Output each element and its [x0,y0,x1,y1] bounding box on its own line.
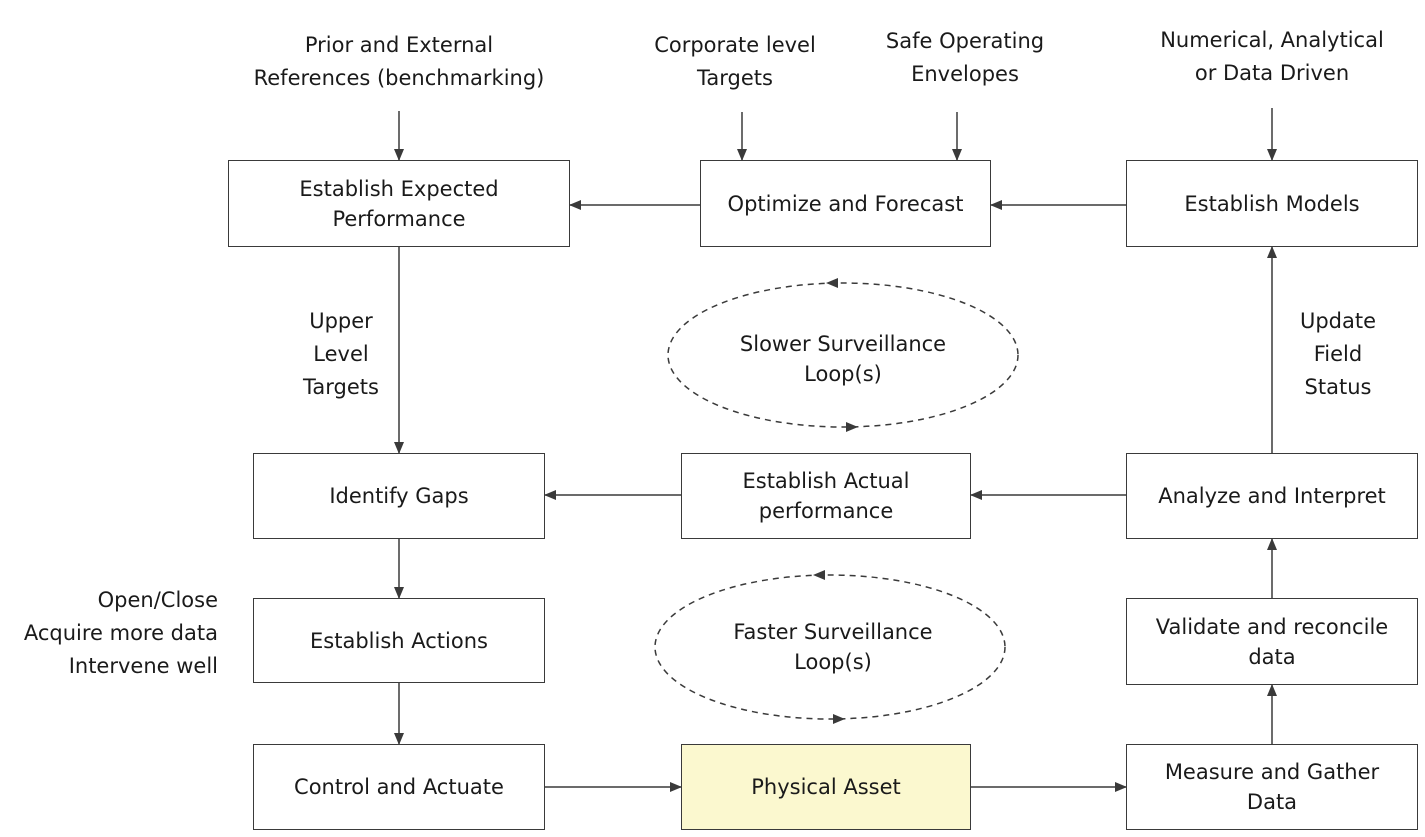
box-label: Establish Models [1184,191,1360,216]
box-label: Validate and reconcile data [1155,614,1389,669]
input-safe-envelopes: Safe Operating Envelopes [885,29,1045,86]
box-optimize-and-forecast: Optimize and Forecast [700,160,991,247]
label-slower-surveillance-loop: Slower Surveillance Loop(s) [739,332,947,386]
label-update-field-status: Update Field Status [1299,309,1377,399]
box-analyze-and-interpret: Analyze and Interpret [1126,453,1418,539]
label-action-options: Open/Close Acquire more data Intervene w… [23,588,218,678]
faster-loop-ellipse [654,574,1006,720]
box-label: Establish Actions [310,628,488,653]
slower-loop-ellipse [667,282,1019,428]
box-label: Establish Actual performance [742,469,910,523]
faster-loop-top-arrowhead [813,570,825,580]
box-establish-actual-performance: Establish Actual performance [681,453,971,539]
slower-loop-top-arrowhead [826,278,838,288]
slower-loop-bottom-arrowhead [846,422,858,432]
box-establish-expected-performance: Establish Expected Performance [228,160,570,247]
box-measure-and-gather-data: Measure and Gather Data [1126,744,1418,830]
box-control-and-actuate: Control and Actuate [253,744,545,830]
box-validate-and-reconcile-data: Validate and reconcile data [1126,598,1418,685]
box-physical-asset: Physical Asset [681,744,971,830]
box-label: Measure and Gather Data [1164,760,1380,814]
box-label: Establish Expected Performance [299,176,499,231]
box-identify-gaps: Identify Gaps [253,453,545,539]
box-label: Analyze and Interpret [1158,484,1386,508]
box-label: Identify Gaps [329,484,469,508]
box-establish-actions: Establish Actions [253,598,545,683]
box-label: Optimize and Forecast [727,191,964,216]
box-establish-models: Establish Models [1126,160,1418,247]
label-faster-surveillance-loop: Faster Surveillance Loop(s) [733,620,933,674]
input-numerical-models: Numerical, Analytical or Data Driven [1160,28,1384,85]
faster-loop-bottom-arrowhead [833,714,845,724]
label-upper-level-targets: Upper Level Targets [303,309,379,399]
box-label: Control and Actuate [294,775,504,799]
input-corporate-targets: Corporate level Targets [654,33,816,90]
input-prior-external: Prior and External References (benchmark… [253,33,545,90]
box-label: Physical Asset [751,775,901,799]
